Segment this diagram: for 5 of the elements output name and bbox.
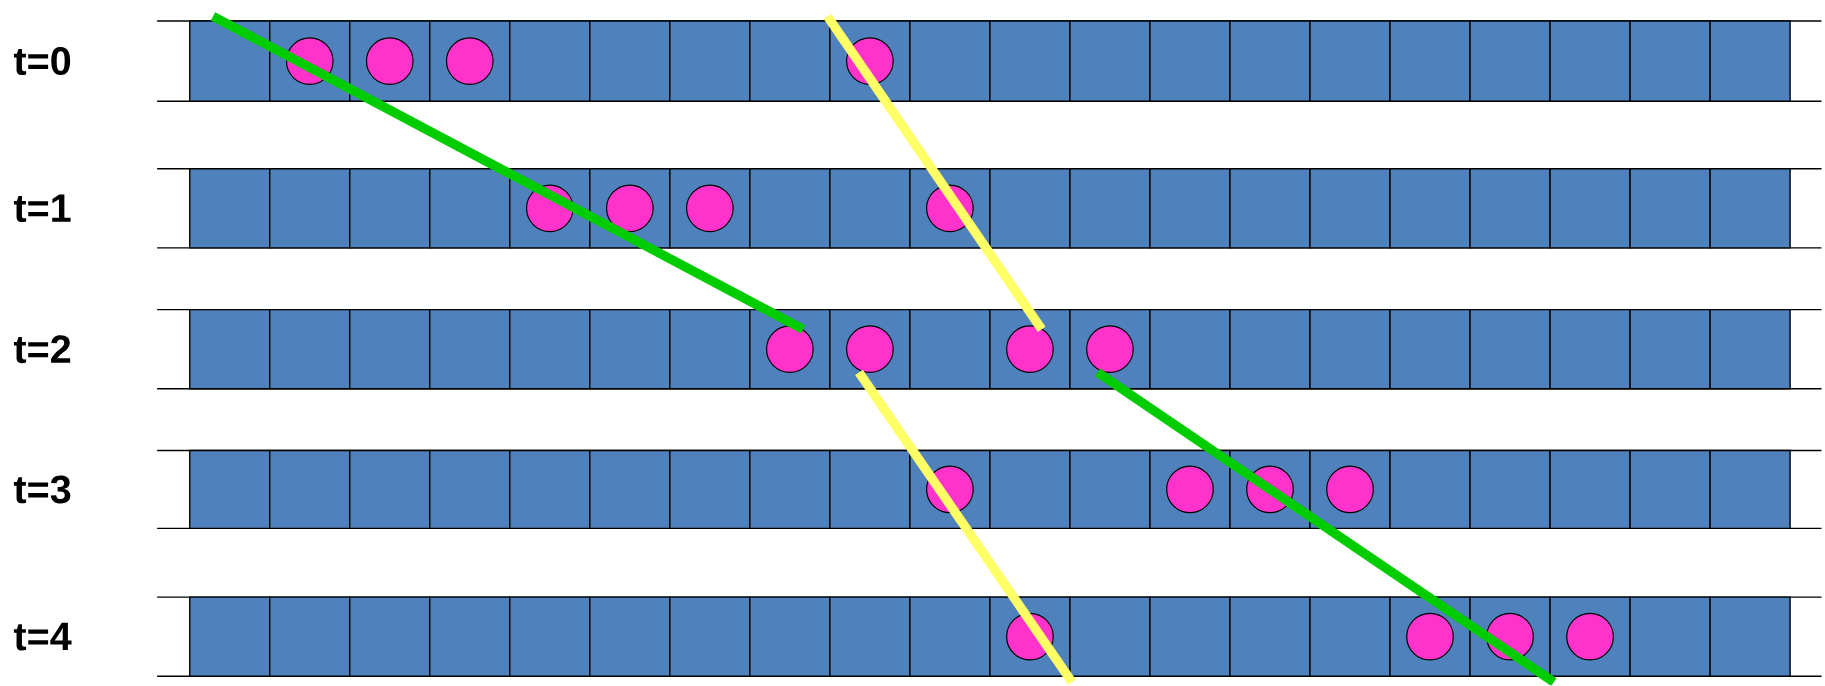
time-label: t=3 [13, 475, 71, 504]
time-label: t=2 [13, 335, 71, 364]
time-label: t=1 [13, 194, 71, 223]
time-label: t=0 [13, 47, 71, 76]
time-label: t=4 [13, 623, 72, 651]
